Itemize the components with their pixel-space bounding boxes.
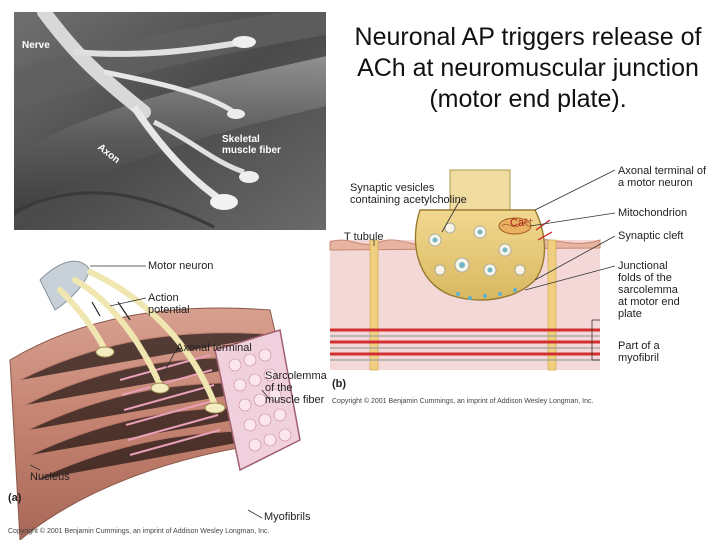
motor-neuron-label: Motor neuron — [148, 260, 214, 272]
synaptic-cleft-label: Synaptic cleft — [618, 230, 684, 242]
mitochondrion-label: Mitochondrion — [618, 207, 688, 219]
panel-b-label: (b) — [332, 378, 347, 390]
panel-a-label: (a) — [8, 492, 22, 504]
panel-a-drawing — [9, 260, 301, 540]
slide-title: Neuronal AP triggers release of ACh at n… — [354, 23, 702, 113]
nerve-label: Nerve — [22, 40, 50, 51]
axonal-terminal-motor-label: Axonal terminal of a motor neuron — [618, 165, 707, 189]
synaptic-vesicles-label: Synaptic vesicles containing acetylcholi… — [350, 182, 467, 206]
ca-label: Ca²⁺ — [510, 217, 534, 229]
nucleus-label: Nucleus — [30, 471, 70, 483]
axonal-terminal-label: Axonal terminal — [176, 342, 252, 354]
t-tubule-label: T tubule — [344, 231, 384, 243]
action-potential-label: Action potential — [148, 292, 190, 316]
myofibrils-label: Myofibrils — [264, 511, 311, 523]
sarcolemma-label: Sarcolemma of the muscle fiber — [265, 370, 327, 406]
skeletal-muscle-fiber-label: Skeletal muscle fiber — [222, 134, 281, 156]
myofibril-part-label: Part of a myofibril — [618, 340, 660, 364]
panel-b-copyright: Copyright © 2001 Benjamin Cummings, an i… — [332, 398, 594, 405]
panel-a-copyright: Copyright © 2001 Benjamin Cummings, an i… — [8, 528, 270, 535]
micrograph-image: Nerve Axon Skeletal muscle fiber — [14, 12, 326, 230]
panel-b-drawing — [329, 169, 616, 371]
micrograph-drawing — [14, 12, 326, 230]
junctional-folds-label: Junctional folds of the sarcolemma at mo… — [618, 260, 680, 320]
